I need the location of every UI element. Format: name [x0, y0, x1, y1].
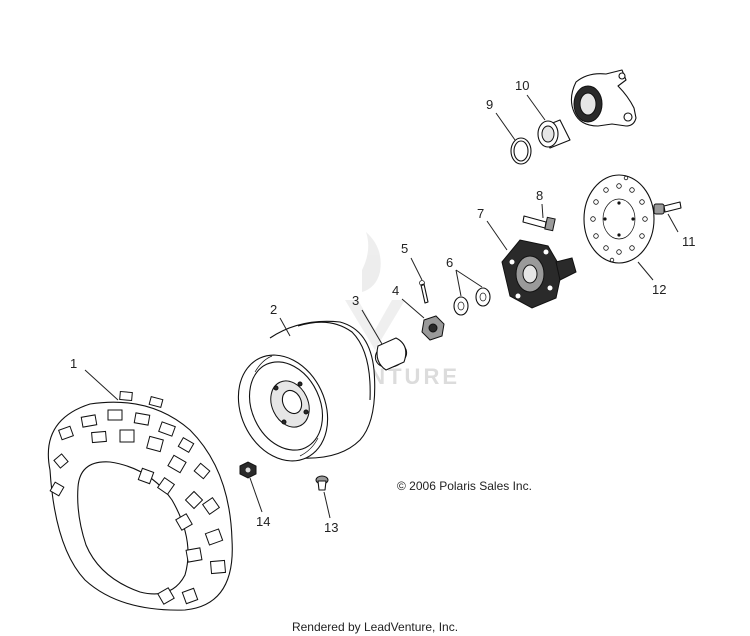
- bearing: [537, 119, 571, 149]
- callout-6: 6: [446, 255, 453, 270]
- valve-stem: [315, 475, 329, 491]
- render-credit: Rendered by LeadVenture, Inc.: [291, 620, 459, 634]
- steering-knuckle: [570, 69, 637, 127]
- lug-nut: [421, 315, 445, 341]
- watermark-logo: [345, 232, 405, 350]
- callout-8: 8: [536, 188, 543, 203]
- callout-9: 9: [486, 97, 493, 112]
- wheel-hub: [501, 239, 577, 309]
- callout-3: 3: [352, 293, 359, 308]
- wheel-rim: [237, 320, 376, 462]
- hub-cap: [374, 337, 408, 371]
- callout-7: 7: [477, 206, 484, 221]
- disc-bolt: [653, 201, 682, 215]
- tire: [47, 390, 233, 611]
- callout-5: 5: [401, 241, 408, 256]
- callout-2: 2: [270, 302, 277, 317]
- hub-bolt: [522, 215, 556, 232]
- callout-11: 11: [682, 234, 696, 249]
- callout-13: 13: [324, 520, 338, 535]
- callout-labels: 1 2 3 4 5 6 7 8 9 10 11 12 13 14: [70, 78, 696, 535]
- callout-14: 14: [256, 514, 270, 529]
- tire-tread: [49, 390, 227, 605]
- snap-ring: [510, 137, 532, 165]
- callout-12: 12: [652, 282, 666, 297]
- callout-1: 1: [70, 356, 77, 371]
- copyright-notice: © 2006 Polaris Sales Inc.: [397, 479, 532, 493]
- washers: [453, 287, 491, 316]
- brake-disc: [583, 174, 655, 264]
- cotter-pin: [419, 280, 429, 304]
- callout-4: 4: [392, 283, 399, 298]
- leader-lines: [84, 94, 679, 519]
- wheel-nut: [239, 461, 257, 479]
- callout-10: 10: [515, 78, 529, 93]
